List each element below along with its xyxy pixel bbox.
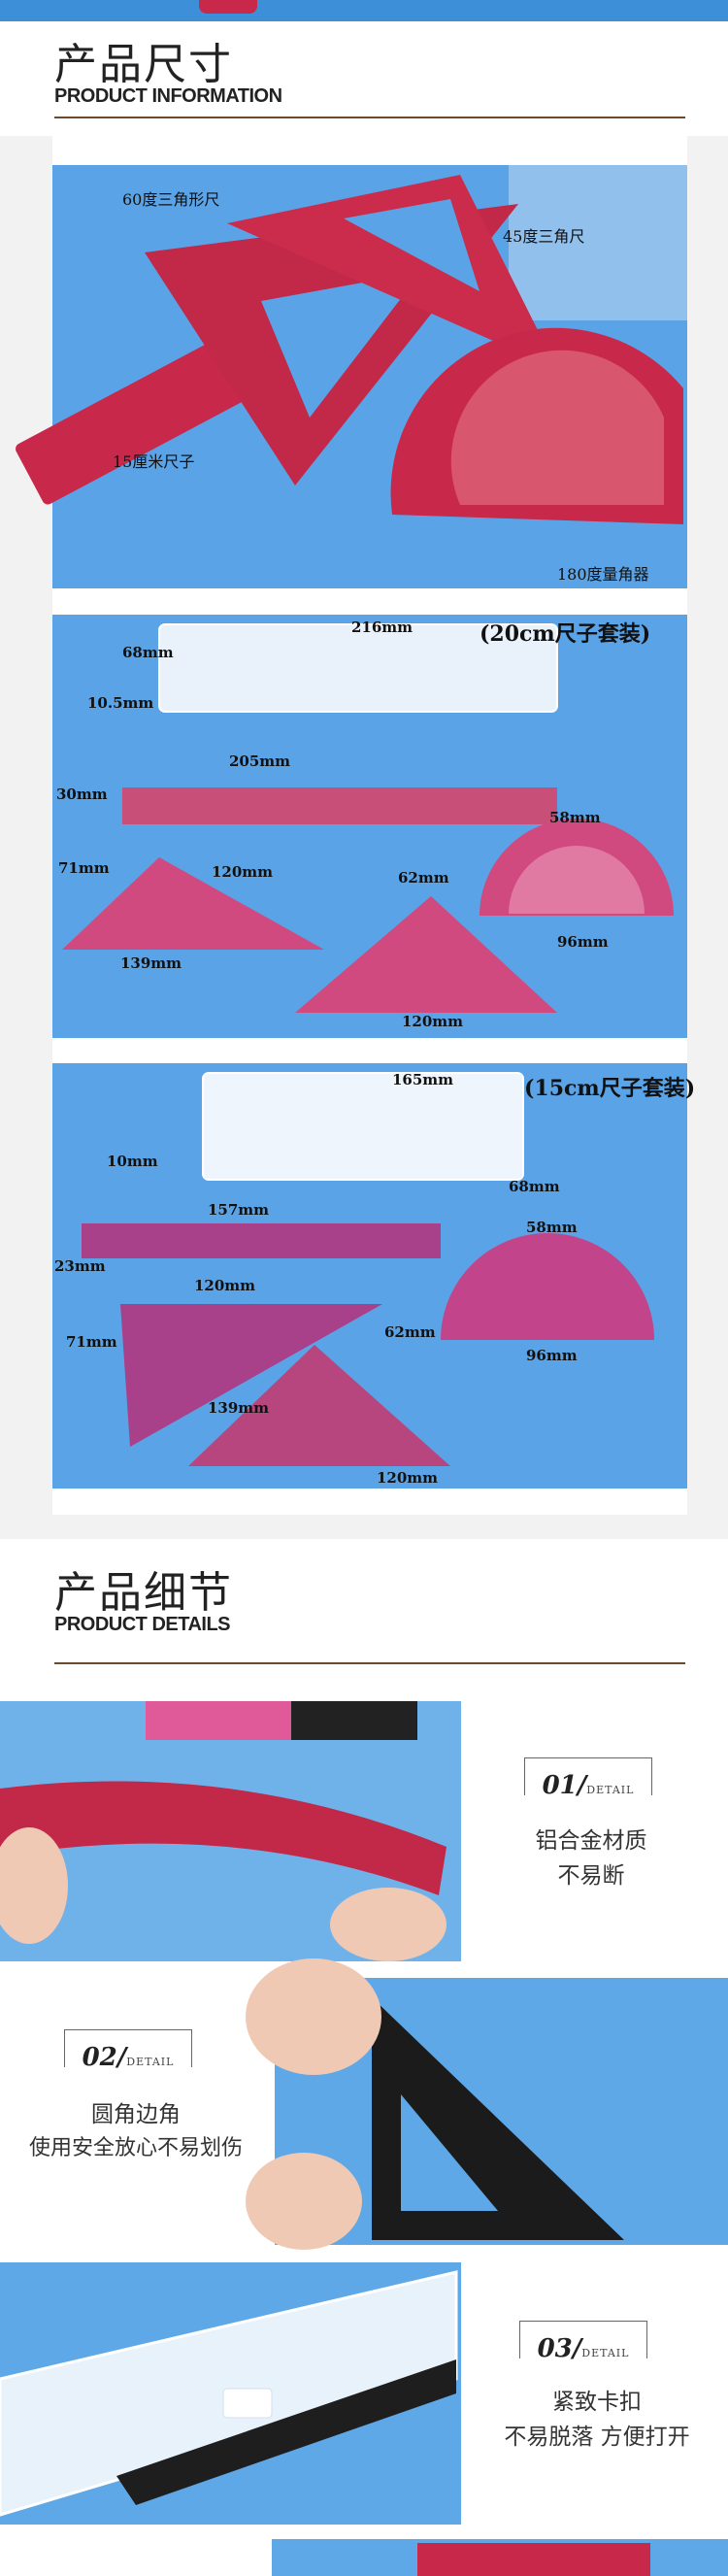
- detail-3-label: DETAIL: [581, 2347, 630, 2359]
- purple-45deg-triangle: [188, 1345, 450, 1466]
- set-15cm-photo: 165mm (15cm尺子套装) 10mm 68mm 157mm 23mm 12…: [52, 1063, 695, 1489]
- set-20cm-illustration: [62, 623, 674, 1013]
- dim15-case-length: 165mm: [392, 1071, 454, 1088]
- detail-photo-3: [0, 2262, 461, 2525]
- dim15-prot-width: 96mm: [526, 1347, 578, 1364]
- dim15-case-height: 10mm: [107, 1153, 158, 1170]
- pink-ruler-20cm: [122, 787, 557, 824]
- label-15cm-ruler: 15厘米尺子: [113, 452, 195, 471]
- dim-case-height: 10.5mm: [87, 694, 154, 712]
- detail-1-label: DETAIL: [586, 1784, 635, 1796]
- red-ruler-edge: [199, 0, 257, 14]
- detail-badge-3: 03/DETAIL: [519, 2321, 647, 2363]
- dim15-tri45-base: 120mm: [377, 1469, 439, 1487]
- detail-1-line2: 不易断: [557, 1863, 625, 1889]
- detail-2-number: 02/: [82, 2043, 127, 2072]
- section-divider: [54, 117, 685, 118]
- dim-tri45-base: 120mm: [402, 1013, 464, 1030]
- section-divider-details: [54, 1662, 685, 1664]
- red-45deg-triangle-shape: [227, 175, 557, 369]
- pink-45deg-triangle: [295, 896, 557, 1013]
- detail-badge-2: 02/DETAIL: [64, 2029, 192, 2072]
- clear-case-15cm: [202, 1072, 524, 1181]
- next-detail-photo-edge: [272, 2539, 728, 2576]
- dim15-ruler-width: 23mm: [54, 1257, 106, 1275]
- dim-case-width: 68mm: [122, 644, 174, 661]
- bent-ruler-illustration: [0, 1701, 447, 1961]
- detail-3-line2: 不易脱落 方便打开: [504, 2425, 690, 2450]
- purple-ruler-15cm: [82, 1223, 441, 1258]
- rulers-illustration: [16, 165, 687, 524]
- purple-60deg-triangle: [120, 1304, 382, 1447]
- label-45deg-triangle: 45度三角尺: [503, 227, 585, 246]
- label-180deg-protractor: 180度量角器: [557, 565, 649, 584]
- detail-3-number: 03/: [537, 2334, 582, 2363]
- section-subtitle-size: PRODUCT INFORMATION: [54, 85, 282, 107]
- dim-tri60-hyp: 120mm: [212, 863, 274, 881]
- section-title-size: 产品尺寸: [54, 40, 233, 89]
- black-triangle-illustration: [246, 1958, 624, 2250]
- top-banner-strip: [0, 0, 728, 21]
- dim15-prot-height: 58mm: [526, 1219, 578, 1236]
- detail-1-number: 01/: [542, 1771, 587, 1800]
- dim15-ruler-length: 157mm: [208, 1201, 270, 1219]
- dim-ruler-length: 205mm: [229, 753, 291, 770]
- label-60deg-triangle: 60度三角形尺: [122, 190, 220, 209]
- detail-2-line1: 圆角边角: [91, 2102, 181, 2127]
- clear-case-illustration: [0, 2270, 458, 2517]
- dim15-tri45-height: 62mm: [384, 1323, 436, 1341]
- set-20cm-tag: (20cm尺子套装): [480, 621, 651, 647]
- dim15-tri60-base: 139mm: [208, 1399, 270, 1417]
- dim-prot-width: 96mm: [557, 933, 609, 951]
- dim-ruler-width: 30mm: [56, 786, 108, 803]
- detail-1-line1: 铝合金材质: [535, 1828, 647, 1854]
- dim-tri60-height: 71mm: [58, 859, 110, 877]
- dim15-tri60-height: 71mm: [66, 1333, 117, 1351]
- dim15-case-width: 68mm: [509, 1178, 560, 1195]
- detail-3-line1: 紧致卡扣: [552, 2390, 642, 2415]
- dim-prot-height: 58mm: [549, 809, 601, 826]
- set-15cm-tag: (15cm尺子套装): [524, 1076, 696, 1101]
- set-20cm-photo: 216mm 68mm 10.5mm (20cm尺子套装) 205mm 30mm …: [52, 615, 687, 1038]
- product-overview-photo: 60度三角形尺 45度三角尺 15厘米尺子 180度量角器: [16, 165, 687, 588]
- set-15cm-illustration: [82, 1072, 654, 1466]
- clear-case-20cm: [158, 623, 558, 713]
- detail-badge-1: 01/DETAIL: [524, 1757, 652, 1800]
- dim-tri45-height: 62mm: [398, 869, 449, 887]
- detail-photo-2: [246, 1958, 728, 2250]
- dim-tri60-base: 139mm: [120, 954, 182, 972]
- purple-protractor: [441, 1233, 654, 1340]
- section-title-details: 产品细节: [54, 1568, 233, 1618]
- pink-60deg-triangle: [62, 857, 324, 950]
- dim-case-length: 216mm: [351, 619, 414, 636]
- dim15-tri60-top: 120mm: [194, 1277, 256, 1294]
- detail-2-label: DETAIL: [126, 2056, 175, 2068]
- section-subtitle-details: PRODUCT DETAILS: [54, 1614, 231, 1635]
- detail-2-line2: 使用安全放心不易划伤: [28, 2136, 243, 2160]
- detail-photo-1: [0, 1701, 461, 1961]
